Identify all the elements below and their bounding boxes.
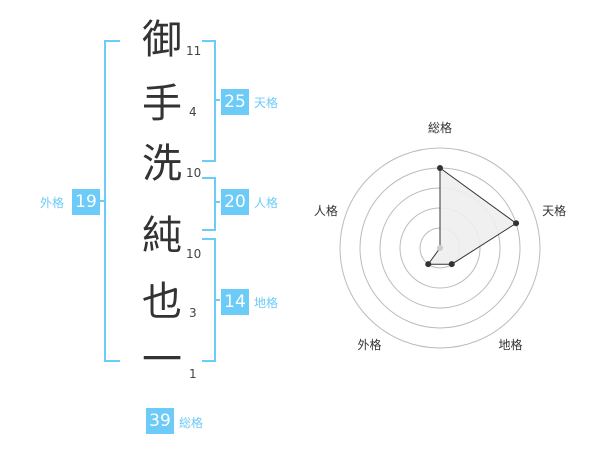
tenkaku-bracket xyxy=(202,40,216,162)
jinkaku-value-badge: 20 xyxy=(221,189,249,215)
name-char-5: 也 xyxy=(142,279,182,325)
name-char-4: 純 xyxy=(142,213,182,259)
jinkaku-label: 人格 xyxy=(254,196,279,210)
chikaku-value-badge: 14 xyxy=(221,289,249,315)
stroke-count-6: 1 xyxy=(189,367,197,381)
radar-point-1 xyxy=(513,220,520,227)
stroke-count-1: 11 xyxy=(186,44,202,58)
radar-axis-label-0: 総格 xyxy=(428,120,452,135)
tenkaku-label: 天格 xyxy=(254,96,279,110)
radar-ring-5 xyxy=(339,147,541,349)
radar-axis-label-4: 人格 xyxy=(314,203,338,218)
gaikaku-bracket-tick xyxy=(100,200,106,202)
name-char-1: 御 xyxy=(142,17,182,63)
stroke-count-3: 10 xyxy=(186,166,202,180)
chikaku-label: 地格 xyxy=(254,296,279,310)
gaikaku-value-badge: 19 xyxy=(72,189,100,215)
jinkaku-bracket xyxy=(202,177,216,231)
tenkaku-bracket-tick xyxy=(214,99,220,101)
radar-axis-label-2: 地格 xyxy=(498,337,522,352)
radar-axis-label-1: 天格 xyxy=(542,203,566,218)
name-char-6: 一 xyxy=(142,337,182,383)
radar-point-2 xyxy=(448,261,455,268)
tenkaku-value-badge: 25 xyxy=(221,89,249,115)
soukaku-value-badge: 39 xyxy=(146,408,174,434)
gaikaku-label: 外格 xyxy=(40,196,65,210)
chikaku-bracket-tick xyxy=(214,299,220,301)
radar-center-dot xyxy=(437,245,443,251)
name-char-2: 手 xyxy=(142,81,182,127)
stroke-count-4: 10 xyxy=(186,247,202,261)
radar-axis-label-3: 外格 xyxy=(357,337,381,352)
radar-point-3 xyxy=(425,261,432,268)
radar-point-0 xyxy=(437,165,443,171)
radar-polygon xyxy=(427,167,517,265)
radar-points xyxy=(425,165,520,268)
jinkaku-bracket-tick xyxy=(214,201,220,203)
name-char-3: 洗 xyxy=(142,141,182,187)
soukaku-label: 総格 xyxy=(179,416,204,430)
stroke-count-2: 4 xyxy=(189,105,197,119)
stroke-count-5: 3 xyxy=(189,306,197,320)
